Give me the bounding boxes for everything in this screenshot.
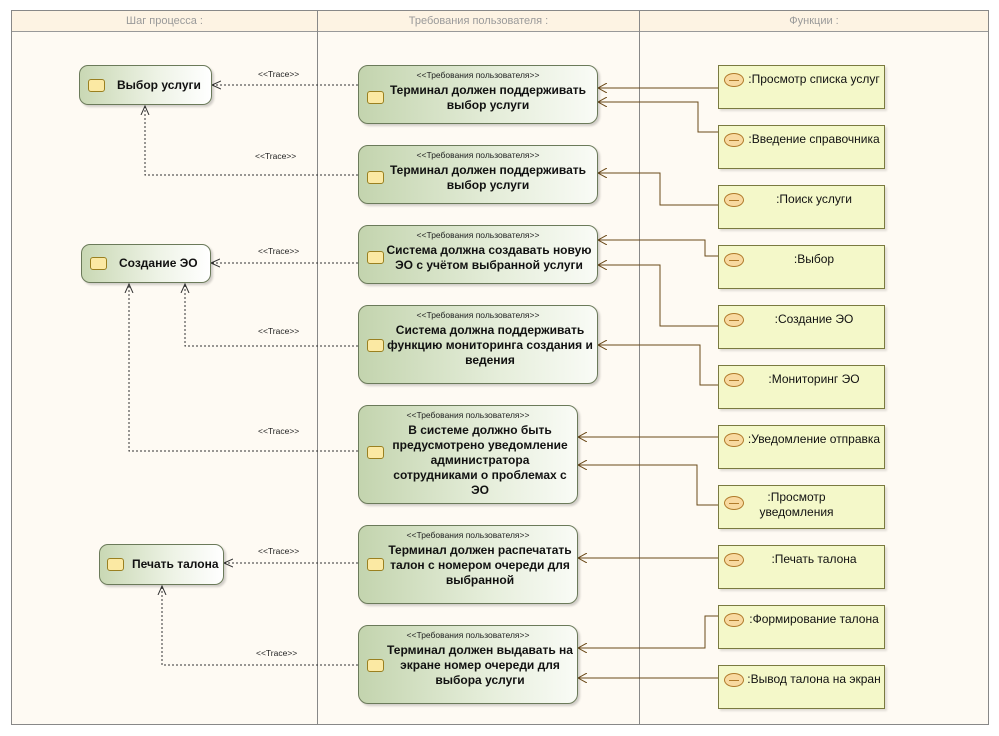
action-icon	[88, 79, 105, 92]
requirement-7[interactable]: <<Требования пользователя>> Терминал дол…	[358, 625, 578, 704]
requirement-3[interactable]: <<Требования пользователя>> Система долж…	[358, 225, 598, 284]
function-label: :Просмотр уведомления	[759, 490, 834, 519]
function-icon	[724, 433, 744, 447]
function-view-service-list[interactable]: :Просмотр списка услуг	[718, 65, 885, 109]
requirement-text: Терминал должен распечатать талон с номе…	[388, 543, 572, 587]
trace-label-2: <<Trace>>	[255, 151, 297, 161]
requirement-stereotype: <<Требования пользователя>>	[416, 150, 540, 160]
function-label: :Просмотр списка услуг	[748, 72, 880, 86]
function-label: :Создание ЭО	[774, 312, 854, 326]
function-search-service[interactable]: :Поиск услуги	[718, 185, 885, 229]
requirement-stereotype: <<Требования пользователя>>	[406, 530, 530, 540]
requirement-stereotype: <<Требования пользователя>>	[406, 630, 530, 640]
function-label: :Печать талона	[771, 552, 857, 566]
function-icon	[724, 673, 744, 687]
requirement-5[interactable]: <<Требования пользователя>> В системе до…	[358, 405, 578, 504]
trace-link-2	[145, 106, 358, 176]
function-create-eo[interactable]: :Создание ЭО	[718, 305, 885, 349]
step-label: Выбор услуги	[117, 78, 201, 92]
function-icon	[724, 496, 744, 510]
lane-header-user-requirements: Требования пользователя :	[318, 11, 639, 32]
trace-link-4	[185, 284, 358, 347]
step-create-eo[interactable]: Создание ЭО	[81, 244, 211, 283]
function-send-notification[interactable]: :Уведомление отправка	[718, 425, 885, 469]
realize-link-4	[598, 240, 718, 257]
function-icon	[724, 73, 744, 87]
step-label: Печать талона	[132, 557, 219, 571]
function-icon	[724, 313, 744, 327]
function-print-ticket[interactable]: :Печать талона	[718, 545, 885, 589]
function-icon	[724, 193, 744, 207]
trace-label-1: <<Trace>>	[258, 69, 300, 79]
requirement-icon	[367, 251, 384, 264]
trace-label-3: <<Trace>>	[258, 246, 300, 256]
function-form-ticket[interactable]: :Формирование талона	[718, 605, 885, 649]
requirement-text: Система должна создавать новую ЭО с учёт…	[386, 243, 592, 272]
function-label: :Мониторинг ЭО	[768, 372, 860, 386]
function-label: :Введение справочника	[748, 132, 880, 146]
function-enter-directory[interactable]: :Введение справочника	[718, 125, 885, 169]
realize-link-3	[598, 173, 718, 206]
requirement-text: Терминал должен поддерживать выбор услуг…	[389, 83, 587, 112]
requirement-stereotype: <<Требования пользователя>>	[416, 310, 540, 320]
lane-header-process-step: Шаг процесса :	[12, 11, 317, 32]
requirement-text: Терминал должен поддерживать выбор услуг…	[389, 163, 587, 192]
requirement-stereotype: <<Требования пользователя>>	[416, 230, 540, 240]
requirement-icon	[367, 171, 384, 184]
function-icon	[724, 373, 744, 387]
function-select[interactable]: :Выбор	[718, 245, 885, 289]
function-label: :Формирование талона	[749, 612, 879, 626]
trace-link-7	[162, 586, 358, 666]
requirement-text: В системе должно быть предусмотрено увед…	[392, 423, 568, 497]
requirement-icon	[367, 91, 384, 104]
requirement-text: Система должна поддерживать функцию мони…	[387, 323, 593, 367]
action-icon	[107, 558, 124, 571]
action-icon	[90, 257, 107, 270]
step-select-service[interactable]: Выбор услуги	[79, 65, 212, 105]
requirement-stereotype: <<Требования пользователя>>	[406, 410, 530, 420]
function-label: :Вывод талона на экран	[747, 672, 881, 686]
function-display-ticket[interactable]: :Вывод талона на экран	[718, 665, 885, 709]
step-label: Создание ЭО	[119, 256, 198, 270]
lane-process-step	[11, 10, 318, 725]
realize-link-2	[598, 102, 718, 133]
function-label: :Поиск услуги	[776, 192, 852, 206]
function-label: :Уведомление отправка	[747, 432, 881, 446]
function-icon	[724, 133, 744, 147]
trace-link-5	[129, 284, 358, 452]
function-monitor-eo[interactable]: :Мониторинг ЭО	[718, 365, 885, 409]
realize-link-8	[578, 465, 718, 506]
function-icon	[724, 253, 744, 267]
function-label: :Выбор	[793, 252, 835, 266]
requirement-icon	[367, 659, 384, 672]
trace-label-4: <<Trace>>	[258, 326, 300, 336]
requirement-2[interactable]: <<Требования пользователя>> Терминал дол…	[358, 145, 598, 204]
requirement-stereotype: <<Требования пользователя>>	[416, 70, 540, 80]
requirement-icon	[367, 558, 384, 571]
step-print-ticket[interactable]: Печать талона	[99, 544, 224, 585]
requirement-4[interactable]: <<Требования пользователя>> Система долж…	[358, 305, 598, 384]
trace-label-6: <<Trace>>	[258, 546, 300, 556]
function-icon	[724, 613, 744, 627]
requirement-text: Терминал должен выдавать на экране номер…	[387, 643, 573, 687]
requirement-6[interactable]: <<Требования пользователя>> Терминал дол…	[358, 525, 578, 604]
trace-label-5: <<Trace>>	[258, 426, 300, 436]
requirement-1[interactable]: <<Требования пользователя>> Терминал дол…	[358, 65, 598, 124]
requirement-icon	[367, 339, 384, 352]
function-view-notification[interactable]: :Просмотр уведомления	[718, 485, 885, 529]
realize-link-10	[578, 615, 718, 648]
realize-link-6	[598, 345, 718, 386]
trace-label-7: <<Trace>>	[256, 648, 298, 658]
realize-link-5	[598, 265, 718, 327]
function-icon	[724, 553, 744, 567]
lane-header-functions: Функции :	[640, 11, 988, 32]
requirement-icon	[367, 446, 384, 459]
